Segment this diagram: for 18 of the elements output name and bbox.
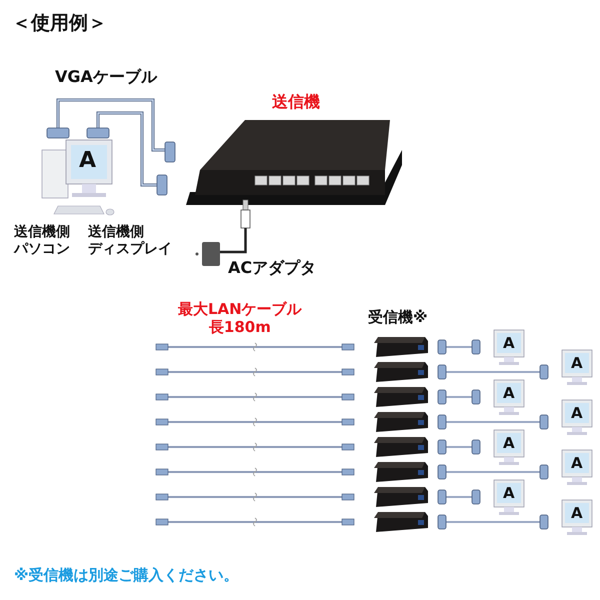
screen-letter: A [571,454,583,472]
device-label: 送信機 [272,92,320,112]
device-label: ACアダプタ [228,258,316,278]
footnote: ※受信機は別途ご購入ください。 [14,566,239,584]
screen-letter: A [503,384,515,402]
title: ＜使用例＞ [12,12,107,35]
device-label: 送信機側ディスプレイ [88,224,172,258]
cable-length-label: 最大LANケーブル長180m [178,300,302,336]
device-label: 受信機※ [368,308,428,326]
screen-letter: A [571,354,583,372]
screen-letter: A [571,504,583,522]
screen-letter: A [503,334,515,352]
screen-letter: A [571,404,583,422]
screen-letter: A [503,434,515,452]
screen-letter: A [503,484,515,502]
device-label: 送信機側パソコン [14,224,70,258]
cable-label: VGAケーブル [55,67,157,86]
screen-letter: A [79,148,96,174]
